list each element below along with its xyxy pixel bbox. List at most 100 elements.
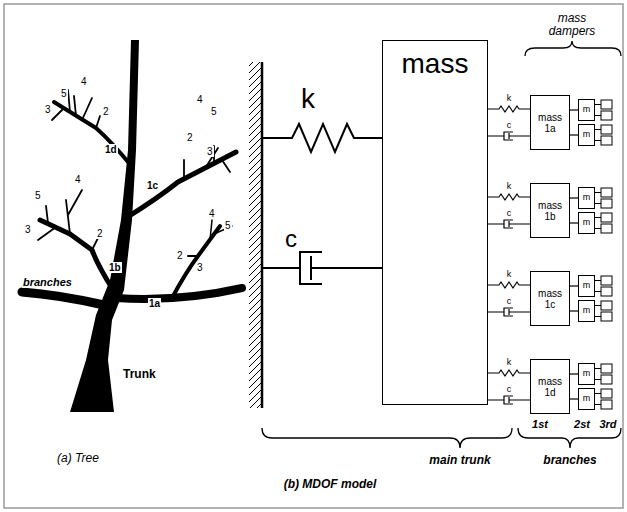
tiny-link xyxy=(595,203,601,204)
branch-mass-box: mass 1d xyxy=(530,359,570,414)
connector xyxy=(570,310,578,311)
brace xyxy=(525,41,621,56)
label-text: 3 xyxy=(196,262,204,273)
label-text: 4 xyxy=(80,76,88,87)
spring-symbol xyxy=(262,124,382,152)
damper-connector xyxy=(488,308,530,316)
tiny-mass xyxy=(601,312,612,321)
connector-label: c xyxy=(506,121,513,130)
node-text: m xyxy=(583,306,591,316)
tiny-mass xyxy=(601,287,612,296)
label-text: 2 xyxy=(96,228,104,239)
tiny-mass xyxy=(601,400,612,409)
label-text: 1d xyxy=(104,144,118,155)
label-text: 2 xyxy=(102,106,110,117)
tiny-link xyxy=(595,104,601,105)
connector xyxy=(570,197,578,198)
tiny-link xyxy=(595,140,601,141)
connector xyxy=(570,222,578,223)
connector-label: c xyxy=(506,385,513,394)
brace xyxy=(518,428,621,448)
label-text: (a) Tree xyxy=(56,452,100,465)
tiny-link xyxy=(595,291,601,292)
tiny-mass xyxy=(601,276,612,285)
mass-box: mass xyxy=(382,40,488,405)
damper-connector xyxy=(488,132,530,140)
damper-mass-box: m xyxy=(578,187,595,209)
brace xyxy=(262,428,512,448)
tiny-link xyxy=(595,393,601,394)
tiny-mass xyxy=(601,224,612,233)
label-text: (b) MDOF model xyxy=(283,478,378,491)
spring-connector xyxy=(488,106,530,112)
node-text: m xyxy=(583,218,591,228)
branch-mass-box: mass 1b xyxy=(530,183,570,238)
label-text: 2 xyxy=(176,250,184,261)
label-text: 1c xyxy=(146,180,159,191)
node-text: m xyxy=(583,369,591,379)
connector xyxy=(570,109,578,110)
label-text: 1a xyxy=(148,298,161,309)
tiny-link xyxy=(595,115,601,116)
node-text: m xyxy=(583,281,591,291)
tiny-link xyxy=(595,404,601,405)
node-text: mass 1a xyxy=(538,112,562,134)
tiny-link xyxy=(595,192,601,193)
tree-drawing xyxy=(22,40,242,412)
damper-symbol xyxy=(262,252,382,284)
connector-label: k xyxy=(506,358,513,367)
connector xyxy=(570,398,578,399)
label-text: 3 xyxy=(206,146,214,157)
tiny-link xyxy=(595,217,601,218)
connector xyxy=(570,285,578,286)
label-text: Trunk xyxy=(122,368,157,381)
damper-mass-box: m xyxy=(578,363,595,385)
damper-mass-box: m xyxy=(578,275,595,297)
tiny-mass xyxy=(601,125,612,134)
label-text: 5 xyxy=(224,220,232,231)
branch-mass-box: mass 1c xyxy=(530,271,570,326)
node-text: mass 1b xyxy=(538,200,562,222)
connector-label: k xyxy=(506,270,513,279)
branch-mass-box: mass 1a xyxy=(530,95,570,150)
label-text: 5 xyxy=(60,88,68,99)
label-text: 4 xyxy=(208,208,216,219)
label-text: main trunk xyxy=(428,454,491,467)
tiny-link xyxy=(595,129,601,130)
tiny-link xyxy=(595,228,601,229)
spring-connector xyxy=(488,370,530,376)
label-text: 5 xyxy=(34,190,42,201)
damper-mass-box: m xyxy=(578,388,595,410)
tiny-link xyxy=(595,305,601,306)
tiny-mass xyxy=(601,375,612,384)
connector-label: k xyxy=(506,94,513,103)
damper-mass-box: m xyxy=(578,124,595,146)
spring-connector xyxy=(488,194,530,200)
node-text: mass 1c xyxy=(538,288,562,310)
node-text: mass xyxy=(402,49,469,80)
label-text: k xyxy=(300,84,316,115)
tiny-link xyxy=(595,379,601,380)
tiny-mass xyxy=(601,100,612,109)
label-text: 3 xyxy=(24,224,32,235)
damper-mass-box: m xyxy=(578,212,595,234)
node-text: m xyxy=(583,105,591,115)
tiny-mass xyxy=(601,389,612,398)
label-text: 3rd xyxy=(598,418,617,430)
label-text: 5 xyxy=(210,106,218,117)
label-text: 3 xyxy=(44,104,52,115)
damper-connector xyxy=(488,396,530,404)
spring-connector xyxy=(488,282,530,288)
connector xyxy=(570,134,578,135)
label-text: 1b xyxy=(108,262,122,273)
node-text: m xyxy=(583,394,591,404)
tiny-link xyxy=(595,368,601,369)
label-text: branches xyxy=(542,454,597,467)
damper-mass-box: m xyxy=(578,300,595,322)
label-text: 1st xyxy=(531,418,549,430)
label-text: c xyxy=(284,226,298,252)
connector-label: k xyxy=(506,182,513,191)
tiny-link xyxy=(595,280,601,281)
